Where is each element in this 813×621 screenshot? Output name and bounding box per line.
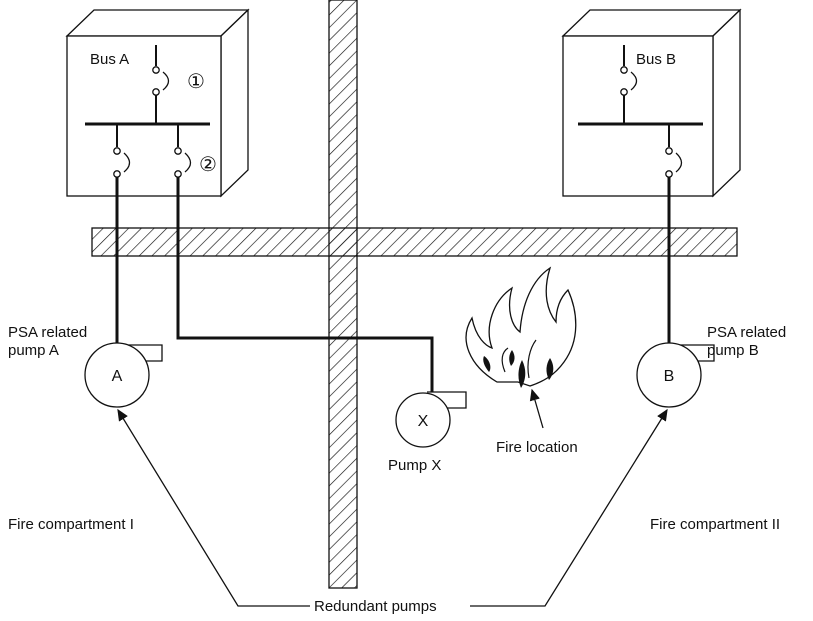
pump-x-label: Pump X bbox=[388, 457, 441, 474]
breaker-2-label: ② bbox=[199, 154, 217, 176]
fire-compartment-1-label: Fire compartment I bbox=[8, 516, 134, 533]
pump-b-label-line2: pump B bbox=[707, 342, 759, 359]
horizontal-wall bbox=[91, 227, 738, 257]
redundant-pumps-leader-b bbox=[470, 408, 668, 607]
breaker-1-label: ① bbox=[187, 71, 205, 93]
pump-b-letter: B bbox=[664, 368, 675, 385]
fire-compartment-2-label: Fire compartment II bbox=[650, 516, 780, 533]
bus-a-label: Bus A bbox=[90, 51, 129, 68]
pump-a bbox=[84, 342, 163, 408]
pump-a-label-line1: PSA related bbox=[8, 324, 87, 341]
bus-b-cabinet bbox=[561, 8, 742, 198]
pump-a-letter: A bbox=[112, 368, 123, 385]
pump-x-letter: X bbox=[418, 413, 429, 430]
cable-pump-x bbox=[176, 177, 434, 392]
pump-b bbox=[636, 342, 715, 408]
vertical-wall bbox=[328, 0, 358, 589]
bus-a-cabinet bbox=[65, 8, 250, 198]
fire-icon bbox=[465, 266, 577, 388]
fire-location-label: Fire location bbox=[496, 439, 578, 456]
pump-a-label-line2: pump A bbox=[8, 342, 59, 359]
redundant-pumps-leader-a bbox=[117, 408, 310, 607]
pump-b-label-line1: PSA related bbox=[707, 324, 786, 341]
bus-b-label: Bus B bbox=[636, 51, 676, 68]
redundant-pumps-label: Redundant pumps bbox=[314, 598, 437, 615]
fire-location-arrow bbox=[529, 388, 544, 429]
pump-x bbox=[395, 391, 467, 448]
